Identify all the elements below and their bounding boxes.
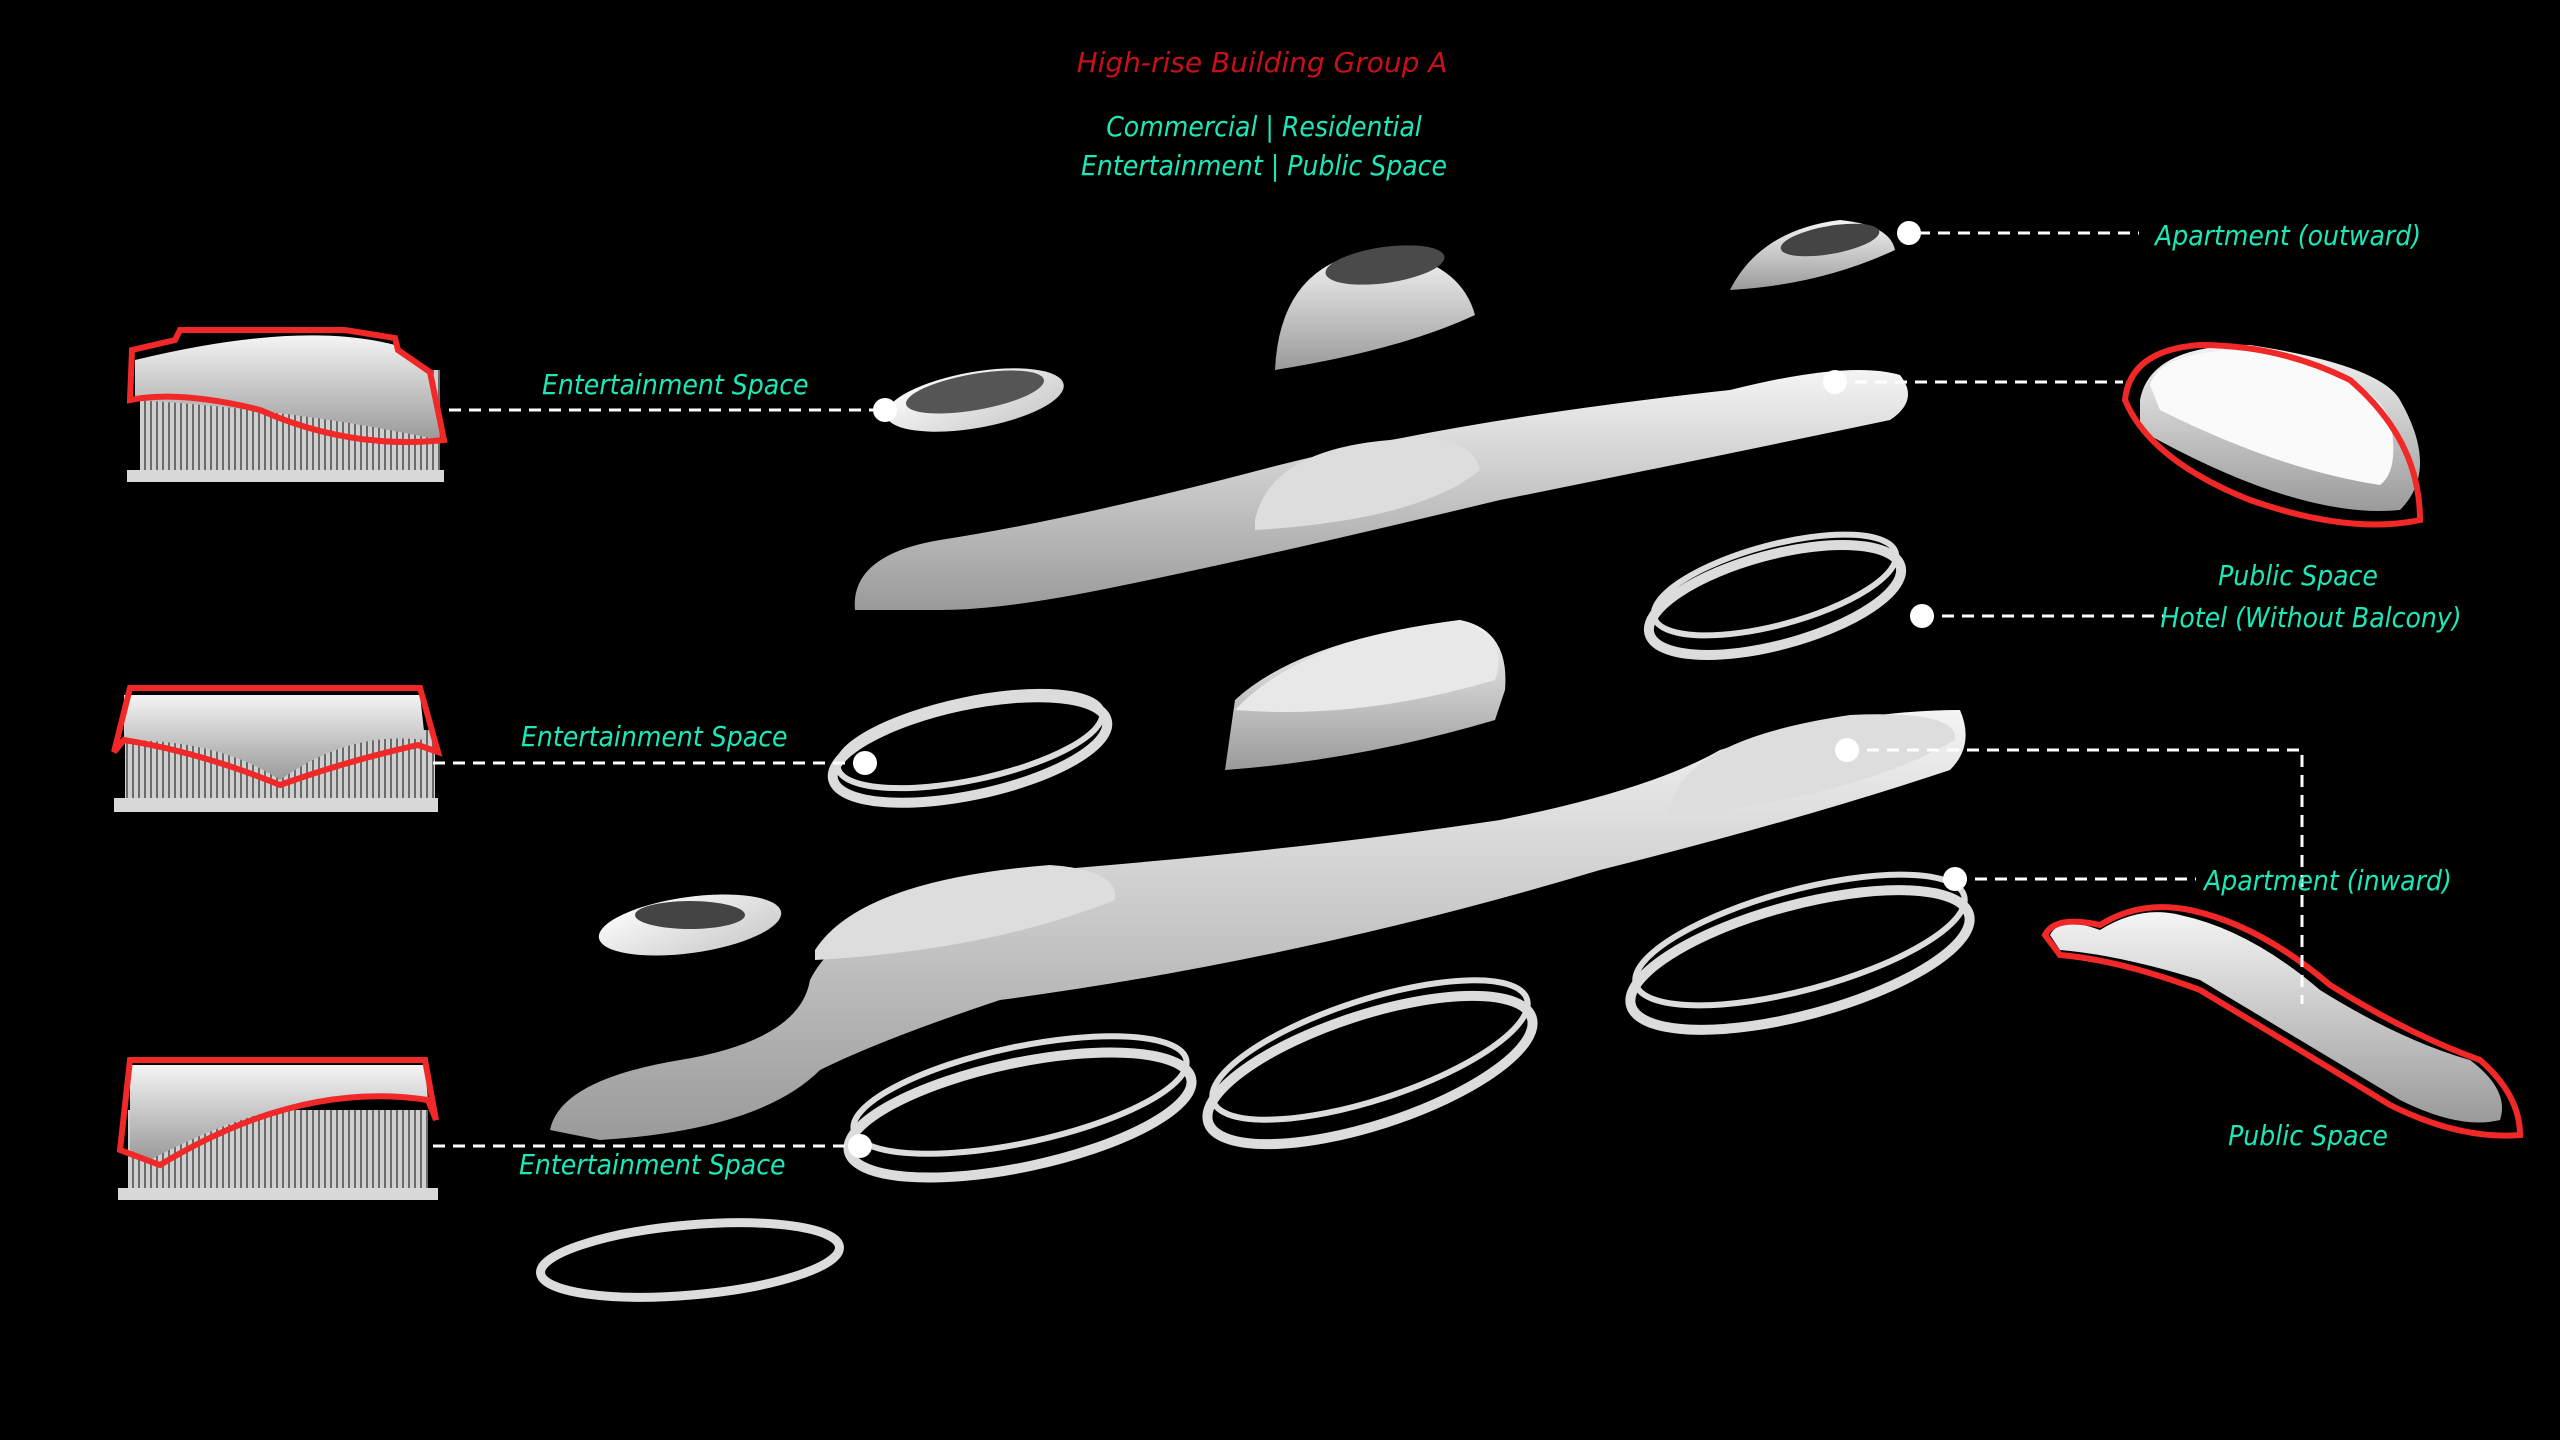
elevation-thumbnail-1 xyxy=(126,327,448,482)
label-apartment-inward: Apartment (inward) xyxy=(2202,864,2452,897)
diagram-title: High-rise Building Group A xyxy=(1077,46,1448,79)
marker-dot xyxy=(873,398,897,422)
public-space-model-bottom xyxy=(2041,904,2524,1139)
subtitle-line-1: Commercial | Residential xyxy=(1106,110,1422,143)
marker-dot xyxy=(848,1134,872,1158)
subtitle-line-2: Entertainment | Public Space xyxy=(1081,149,1447,182)
marker-dot xyxy=(1835,738,1859,762)
label-apartment-outward: Apartment (outward) xyxy=(2153,219,2421,252)
slab-lower xyxy=(550,710,1966,1140)
label-entertainment-space-1: Entertainment Space xyxy=(542,368,809,401)
marker-dot xyxy=(1910,604,1934,628)
leader-public-space-bottom xyxy=(1847,748,2304,1004)
ring-entertainment-2 xyxy=(827,688,1113,808)
module-dome-top xyxy=(1275,245,1475,370)
ring-middle xyxy=(1202,977,1538,1150)
label-entertainment-space-3: Entertainment Space xyxy=(519,1148,786,1181)
label-public-space-bottom: Public Space xyxy=(2228,1119,2388,1152)
marker-dot xyxy=(1943,867,1967,891)
module-small-left xyxy=(598,894,782,956)
elevation-thumbnail-3 xyxy=(116,1057,439,1200)
module-entertainment-top xyxy=(886,368,1064,432)
slab-upper xyxy=(854,370,1908,610)
marker-dot xyxy=(1823,370,1847,394)
marker-dot xyxy=(853,751,877,775)
label-hotel: Hotel (Without Balcony) xyxy=(2160,601,2461,634)
elevation-thumbnail-2 xyxy=(111,685,443,812)
module-apartment-outward xyxy=(1730,220,1895,290)
marker-dot xyxy=(1897,221,1921,245)
module-slab-middle xyxy=(1225,620,1506,770)
label-public-space-top: Public Space xyxy=(2218,559,2378,592)
ring-apartment-inward xyxy=(1625,871,1975,1035)
ring-bottom xyxy=(536,1218,844,1302)
ring-entertainment-3 xyxy=(843,1033,1197,1183)
public-space-model-top xyxy=(2121,341,2424,528)
label-entertainment-space-2: Entertainment Space xyxy=(521,720,788,753)
ring-hotel xyxy=(1643,531,1907,660)
